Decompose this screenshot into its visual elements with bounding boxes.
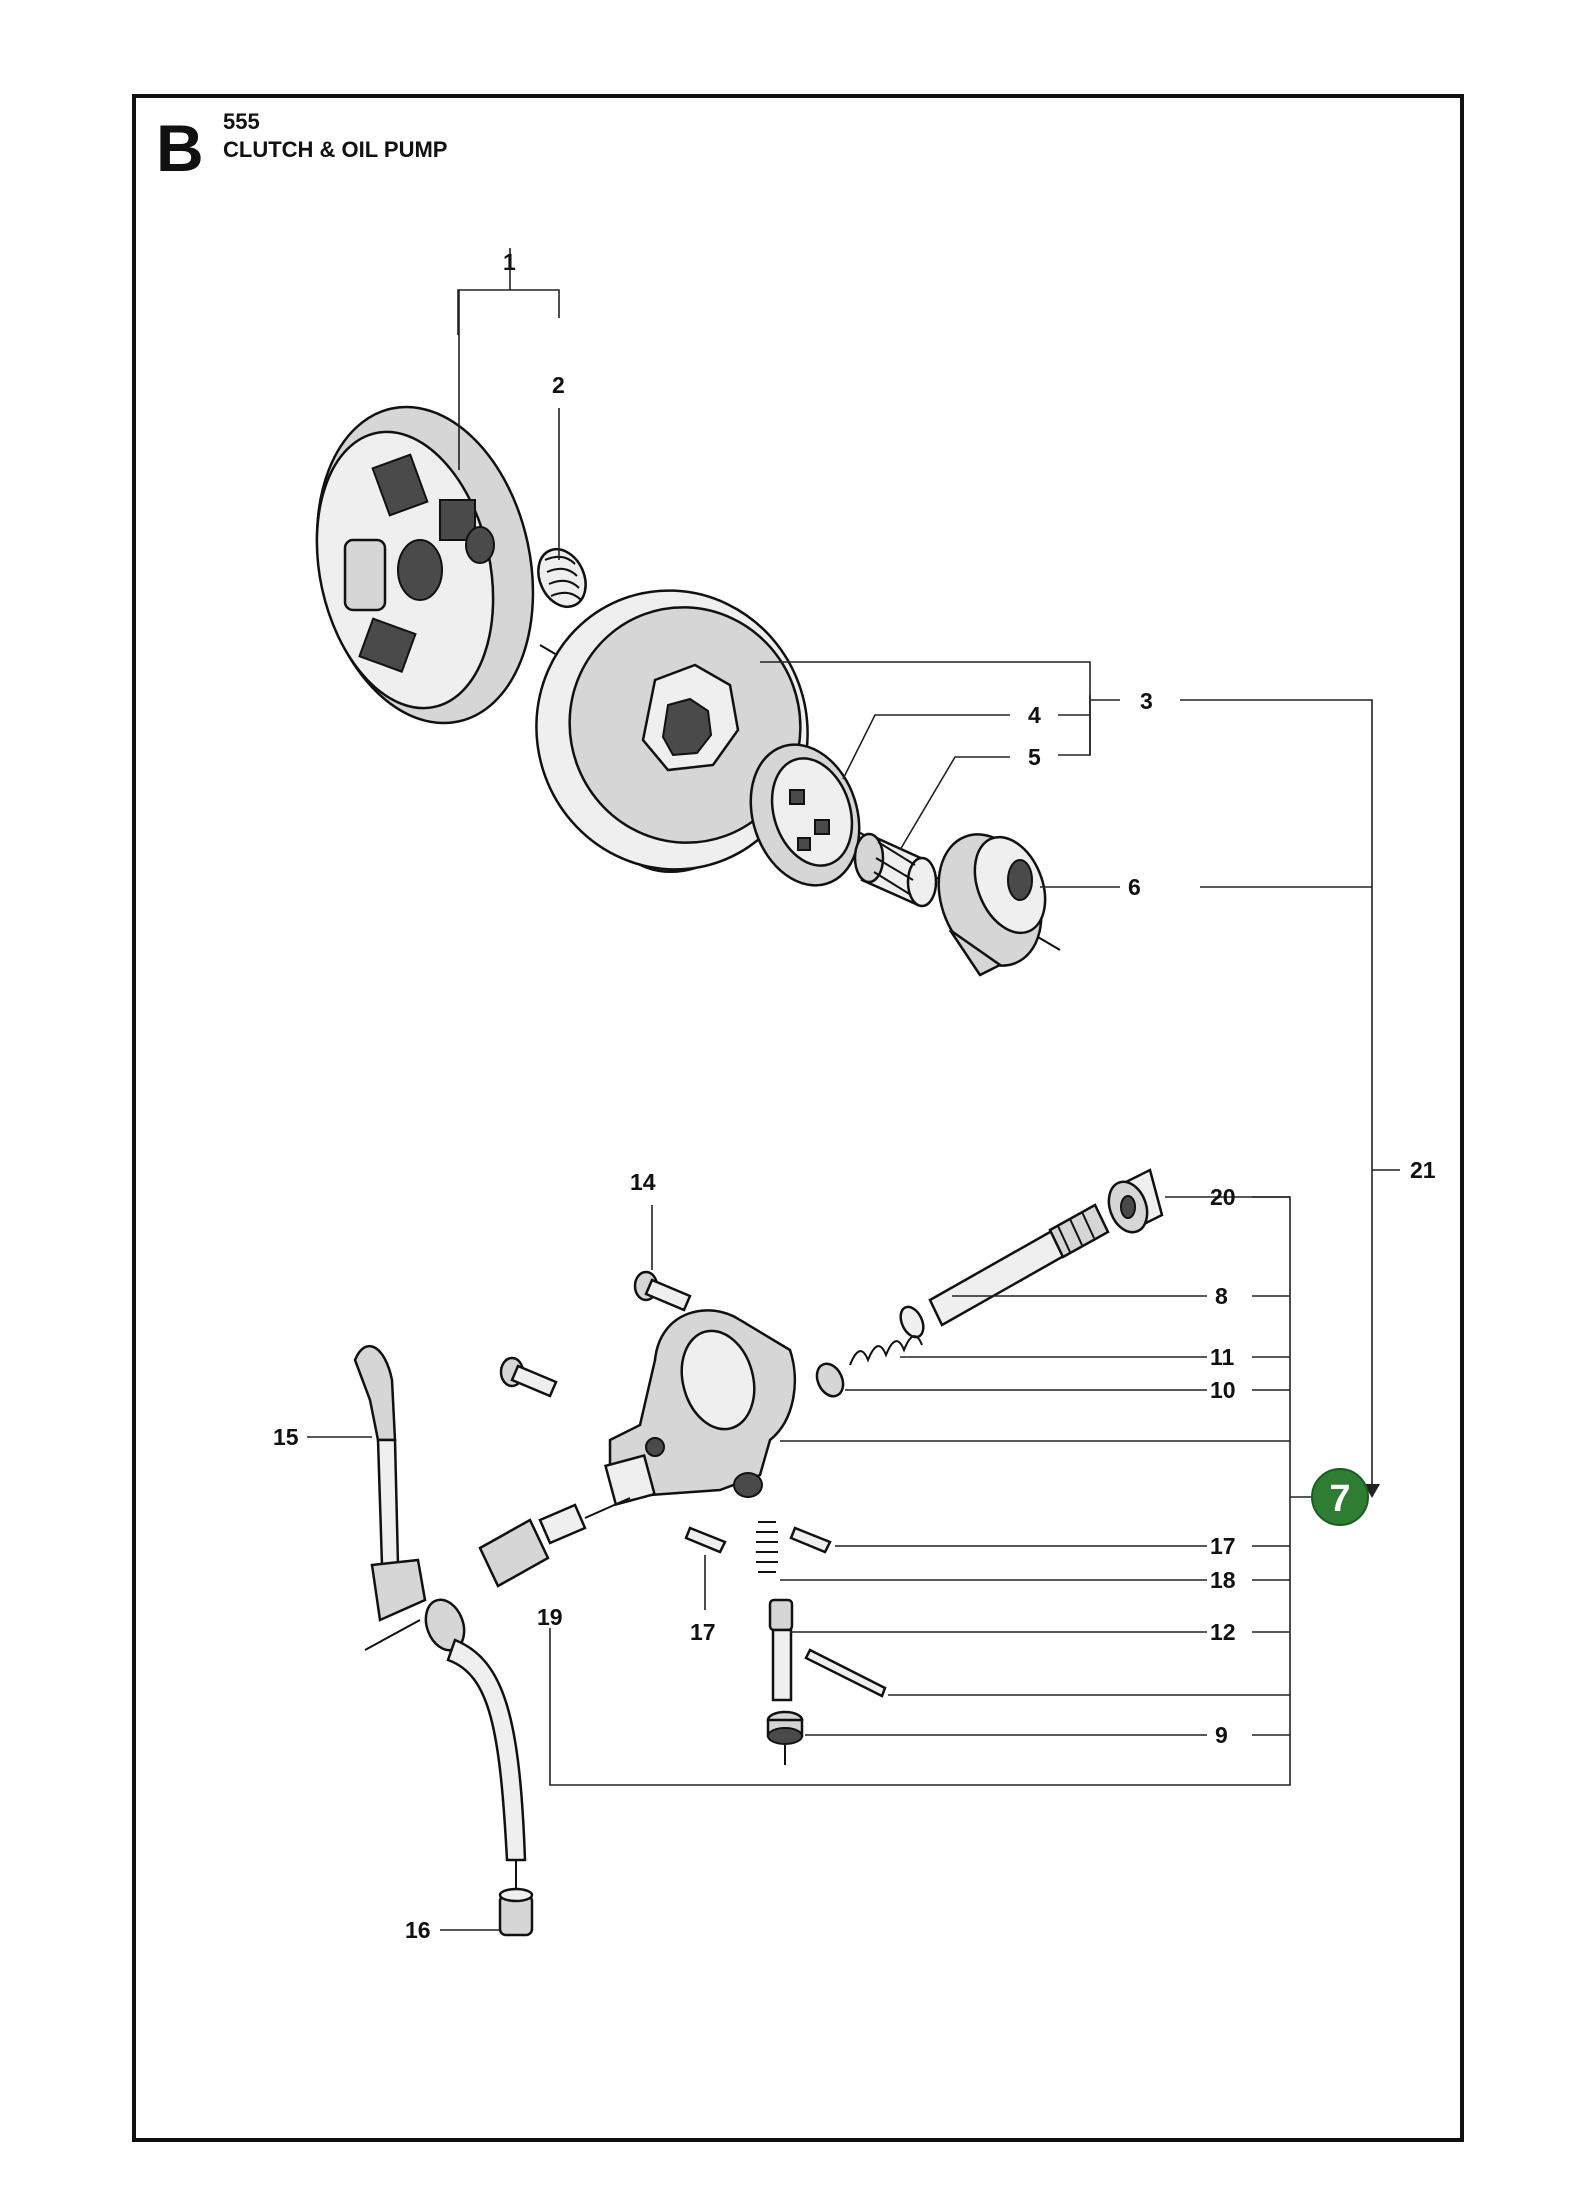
leader-5 [1058,695,1091,756]
callout-16: 16 [405,1917,431,1943]
leader-20-bracket [549,1196,1291,1786]
diagram-frame [132,94,1464,2142]
clutch-drum-part [535,589,809,873]
pin-17a-part [684,1526,727,1554]
model-number: 555 [223,109,260,134]
callout-6: 6 [1128,874,1141,900]
rim-sprocket-part [749,743,861,887]
callout-21: 21 [1410,1157,1436,1183]
leader-4 [842,714,1010,780]
grommet-9-part [766,1710,804,1765]
washer-small-part [899,1305,925,1339]
callout-15: 15 [273,1424,299,1450]
callout-18: 18 [1210,1567,1236,1593]
oil-filter-part [498,1887,534,1937]
callout-2: 2 [552,372,565,398]
connector-19-part [478,1497,631,1588]
leader-21-vertical [1180,699,1373,1467]
callout-14: 14 [630,1169,656,1195]
callout-3: 3 [1140,688,1153,714]
section-letter: B [156,111,204,185]
callout-20: 20 [1210,1184,1236,1210]
reference-badge: 7 [1311,1468,1369,1526]
callout-1: 1 [503,249,516,275]
callout-19: 19 [537,1604,563,1630]
callout-17b: 17 [1210,1533,1236,1559]
callout-4: 4 [1028,702,1041,728]
spring-18-part [756,1521,778,1573]
worm-shaft-part [928,1203,1110,1327]
callout-5: 5 [1028,744,1041,770]
clutch-spring-part [537,548,587,608]
bush-part [1107,1168,1164,1234]
callout-10: 10 [1210,1377,1236,1403]
section-title: CLUTCH & OIL PUMP [223,137,447,162]
callout-17a: 17 [690,1619,716,1645]
screw-14-part [633,1270,692,1312]
washer-10-part [815,1362,845,1398]
piston-12-part [768,1598,887,1702]
badge-label: 7 [1329,1478,1350,1520]
screw-pump-part [499,1356,558,1398]
callout-8: 8 [1215,1283,1228,1309]
callout-12: 12 [1210,1619,1236,1645]
leader-bracket-ticks [1252,1196,1290,1736]
oil-hose-part [446,1638,527,1895]
callout-11: 11 [1210,1344,1235,1370]
pin-17b-part [789,1526,832,1554]
leader-5-line [899,756,1010,851]
leader-1 [457,289,560,335]
washer-part [937,833,1047,977]
leader-21-arrow [1364,1484,1380,1498]
pump-spring-part [849,1335,923,1366]
lever-15-part [353,1344,466,1652]
oil-pump-housing-part [603,1309,796,1507]
clutch-hub-part [315,405,535,725]
needle-bearing-part [853,832,938,908]
callout-9: 9 [1215,1722,1228,1748]
